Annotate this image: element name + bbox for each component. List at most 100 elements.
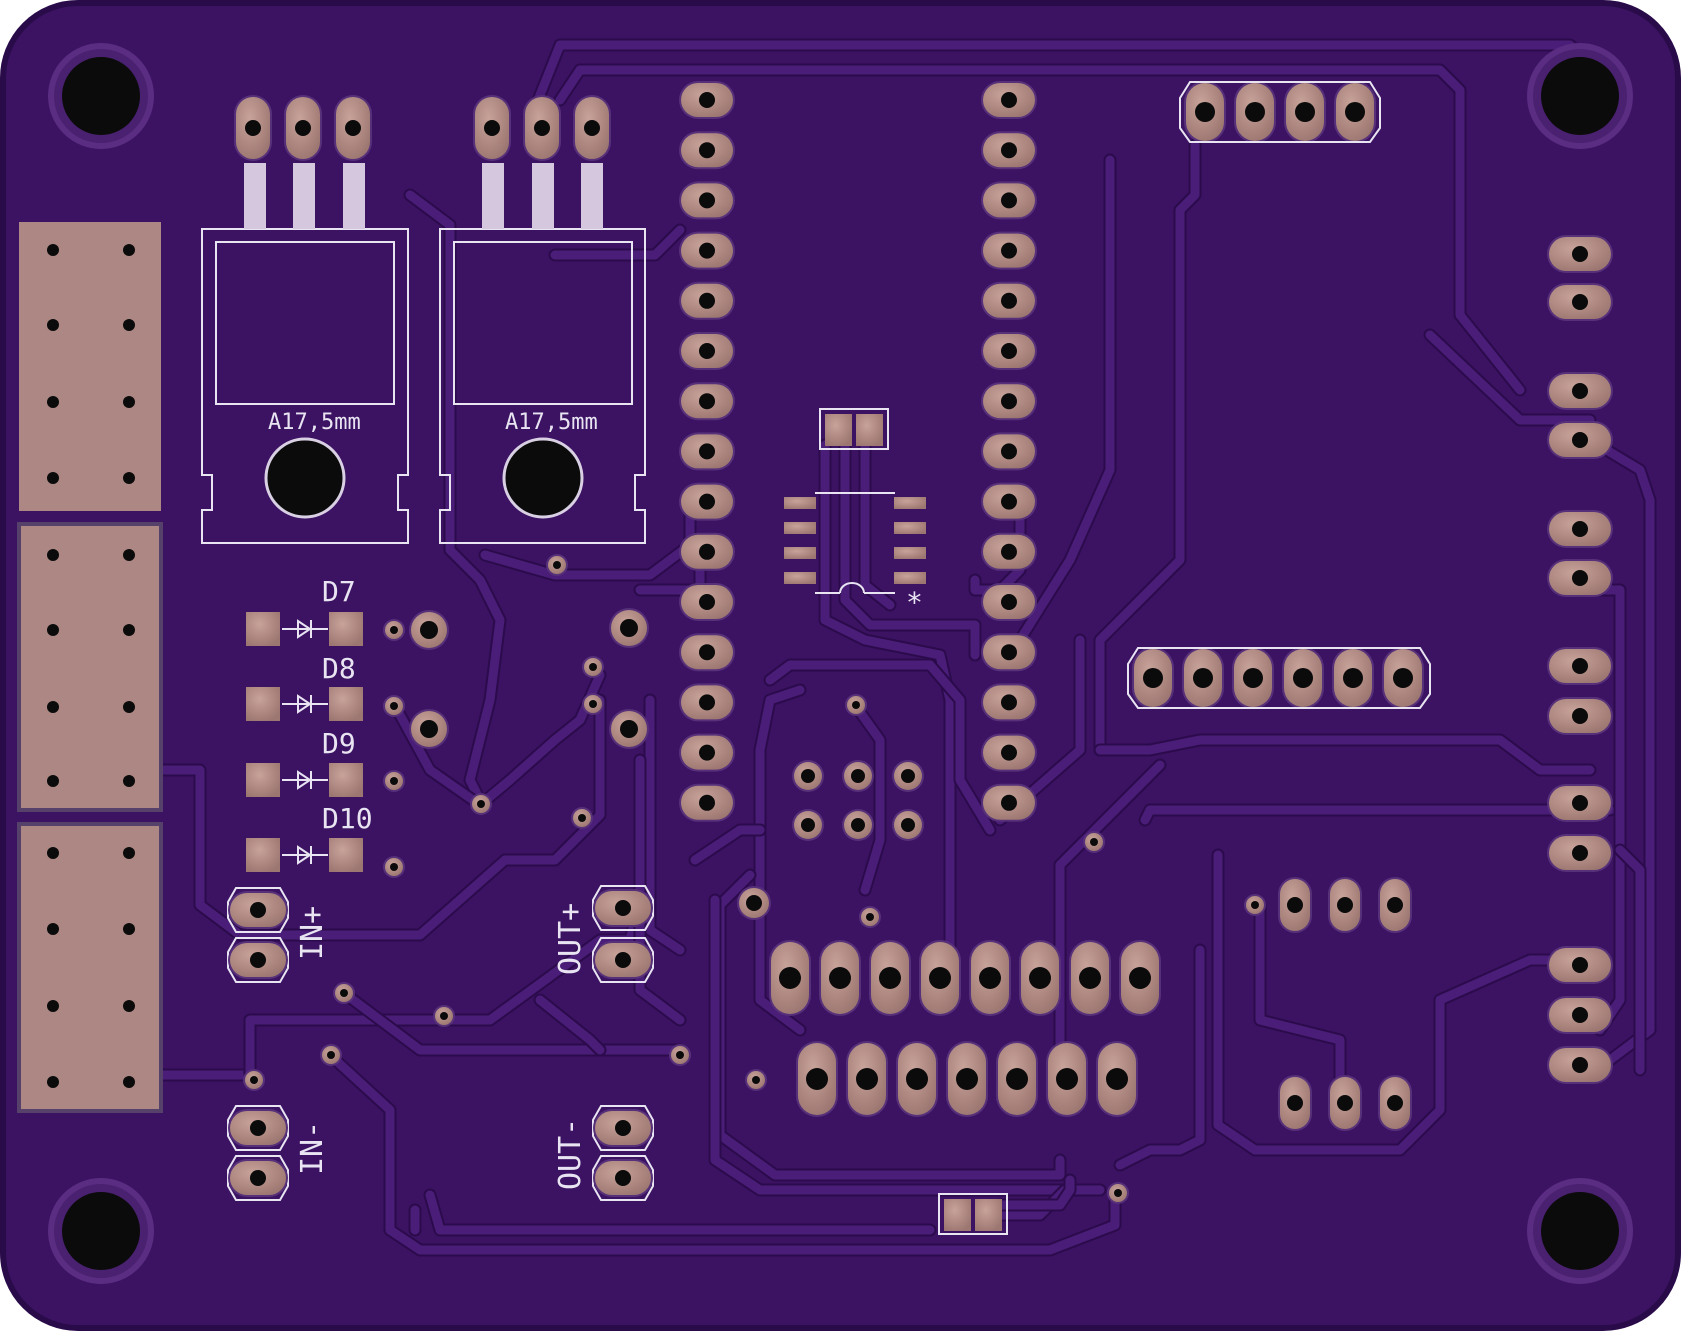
mcu-header-right-pad xyxy=(981,633,1037,672)
big-connector-row1-pad xyxy=(819,940,861,1016)
diode-10 xyxy=(246,838,363,872)
trace-23 xyxy=(1213,850,1595,1155)
via xyxy=(383,695,405,717)
out-minus-terminal xyxy=(592,1105,654,1201)
ic-pad-right xyxy=(894,522,926,534)
diode-d7-label: D7 xyxy=(322,575,356,608)
via xyxy=(859,906,881,928)
large-round-pad xyxy=(609,608,649,648)
right-edge-pad xyxy=(1547,946,1613,984)
via xyxy=(333,982,355,1004)
right-edge-pad xyxy=(1547,235,1613,273)
via xyxy=(669,1044,691,1066)
trace-37 xyxy=(690,825,765,865)
right-edge-pad xyxy=(1547,510,1613,548)
big-connector-row1-pad xyxy=(919,940,961,1016)
small-header-pad xyxy=(892,760,924,792)
trace-31 xyxy=(635,755,685,1025)
right-edge-pad xyxy=(1547,283,1613,321)
in-plus-label: IN+ xyxy=(295,906,330,960)
three-pin-bottom-pad xyxy=(1378,1075,1412,1131)
via xyxy=(470,793,492,815)
in-minus-label: IN- xyxy=(295,1121,330,1175)
large-round-pad xyxy=(409,709,449,749)
regulator-left-tab-hole xyxy=(264,437,346,519)
in-minus-terminal-pad xyxy=(228,1159,288,1197)
mcu-header-right-pad xyxy=(981,131,1037,170)
out-minus-terminal-pad xyxy=(593,1109,653,1147)
regulator-pin-pad xyxy=(334,95,372,161)
trace-16 xyxy=(1095,140,1200,755)
trace-35 xyxy=(715,870,1065,1180)
via xyxy=(320,1044,342,1066)
right-edge-pad xyxy=(1547,372,1613,410)
header-top-pad xyxy=(1184,81,1226,143)
mcu-header-left-pad xyxy=(679,332,735,370)
three-pin-bottom-pad xyxy=(1328,1075,1362,1131)
via xyxy=(571,807,593,829)
large-round-pad xyxy=(409,610,449,650)
right-edge-pad xyxy=(1547,647,1613,685)
via xyxy=(383,856,405,878)
diode-8 xyxy=(246,687,363,721)
via xyxy=(546,554,568,576)
mcu-header-right-pad xyxy=(981,583,1037,621)
right-edge-pad xyxy=(1547,697,1613,735)
ic-pad-left xyxy=(784,497,816,509)
connector-pin xyxy=(47,701,59,713)
big-connector-row2-pad xyxy=(796,1041,838,1117)
via xyxy=(383,619,405,641)
big-connector-row2-pad xyxy=(1096,1041,1138,1117)
regulator-right-value-label: A17,5mm xyxy=(505,410,598,435)
connector-pin xyxy=(123,1000,135,1012)
right-edge-pad xyxy=(1547,834,1613,872)
trace-17 xyxy=(1095,735,1595,775)
trace-3 xyxy=(245,895,645,1080)
in-plus-terminal xyxy=(227,887,289,983)
ic-pad-left xyxy=(784,522,816,534)
header-top-pad xyxy=(1334,81,1376,143)
large-round-pad xyxy=(609,709,649,749)
smd-capacitor-top xyxy=(819,408,889,450)
header-mid-pad xyxy=(1282,647,1324,709)
header-top-silk xyxy=(1179,81,1381,143)
trace-1 xyxy=(155,695,605,940)
connector-pin xyxy=(123,624,135,636)
trace-43 xyxy=(1115,945,1205,1170)
regulator-right-tab-hole xyxy=(502,437,584,519)
ic-pad-left xyxy=(784,572,816,584)
mcu-header-left-pad xyxy=(679,783,735,822)
trace-22 xyxy=(1615,845,1645,1075)
mcu-header-right-pad xyxy=(981,683,1037,722)
regulator-left xyxy=(201,228,409,544)
trace-34 xyxy=(850,700,885,895)
in-plus-terminal-pad xyxy=(228,941,288,979)
mcu-header-left-pad xyxy=(679,81,735,119)
diode-d9-label: D9 xyxy=(322,727,356,760)
trace-24 xyxy=(1255,900,1345,1100)
mcu-header-right-pad xyxy=(981,532,1037,571)
small-header-pad xyxy=(842,809,874,841)
three-pin-bottom-pad xyxy=(1278,1075,1312,1131)
trace-32 xyxy=(765,660,995,835)
mcu-header-right-pad xyxy=(981,432,1037,471)
header-top-pad xyxy=(1234,81,1276,143)
big-connector-row1-pad xyxy=(1019,940,1061,1016)
mcu-header-right-pad xyxy=(981,181,1037,220)
via xyxy=(1107,1182,1129,1204)
big-connector-row1-pad xyxy=(769,940,811,1016)
connector-pin xyxy=(47,775,59,787)
small-header-pad xyxy=(892,809,924,841)
ic-pad-right xyxy=(894,572,926,584)
trace-11 xyxy=(480,505,695,580)
header-mid-pad xyxy=(1132,647,1174,709)
via xyxy=(243,1069,265,1091)
connector-pin xyxy=(47,549,59,561)
right-edge-pad xyxy=(1547,996,1613,1034)
small-header-pad xyxy=(792,760,824,792)
big-connector-row2-pad xyxy=(1046,1041,1088,1117)
mcu-header-right-pad xyxy=(981,281,1037,320)
ic-pad-left xyxy=(784,547,816,559)
mcu-header-right-pad xyxy=(981,332,1037,370)
regulator-right xyxy=(439,228,646,544)
